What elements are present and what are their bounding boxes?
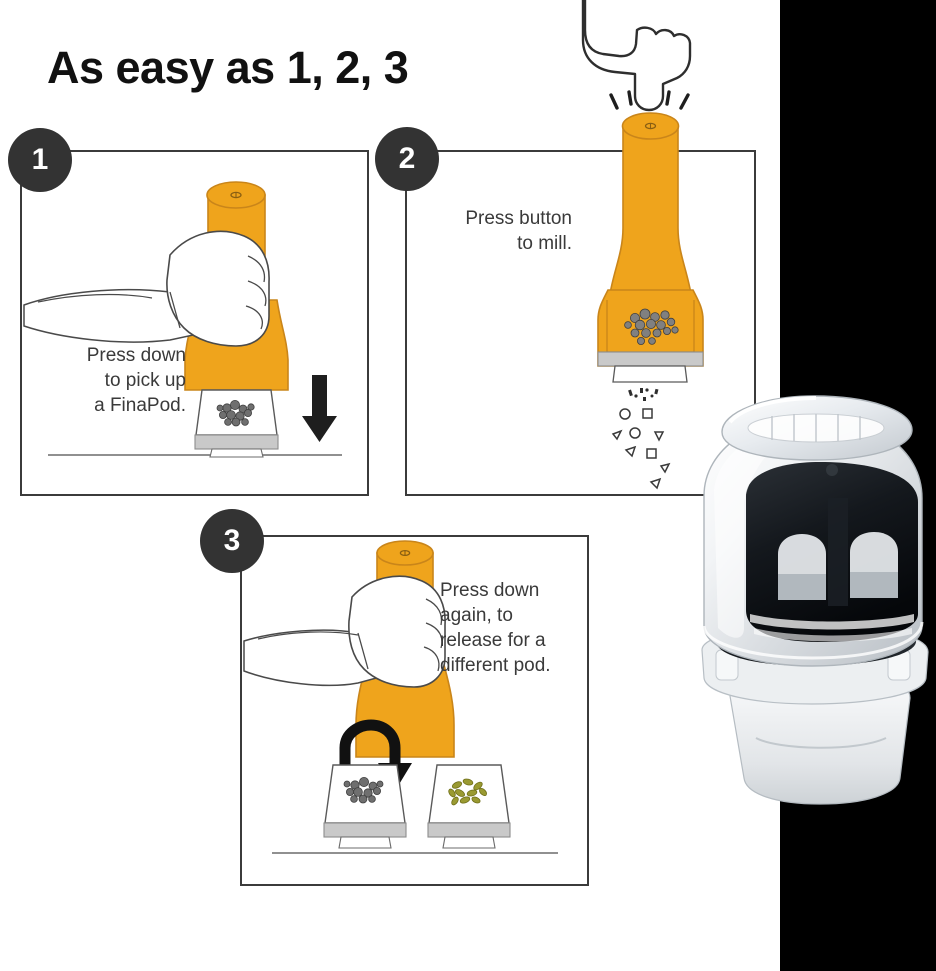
- step-caption-2: Press button to mill.: [465, 208, 572, 254]
- step-caption-1: Press down to pick up a FinaPod.: [86, 345, 186, 416]
- pointing-finger-icon: [581, 0, 692, 112]
- product-top-cap: [721, 395, 913, 461]
- step-badge-3: 3: [200, 509, 264, 573]
- step-badge-2: 2: [375, 127, 439, 191]
- page-title: As easy as 1, 2, 3: [47, 42, 409, 93]
- step-panel-1: [20, 150, 369, 496]
- impact-lines-icon: [609, 90, 690, 110]
- step-caption-3: Press down again, to release for a diffe…: [440, 580, 551, 676]
- product-clear-dome: [702, 415, 924, 667]
- step-badge-1: 1: [8, 128, 72, 192]
- spice-mill-product-photo: [701, 395, 929, 805]
